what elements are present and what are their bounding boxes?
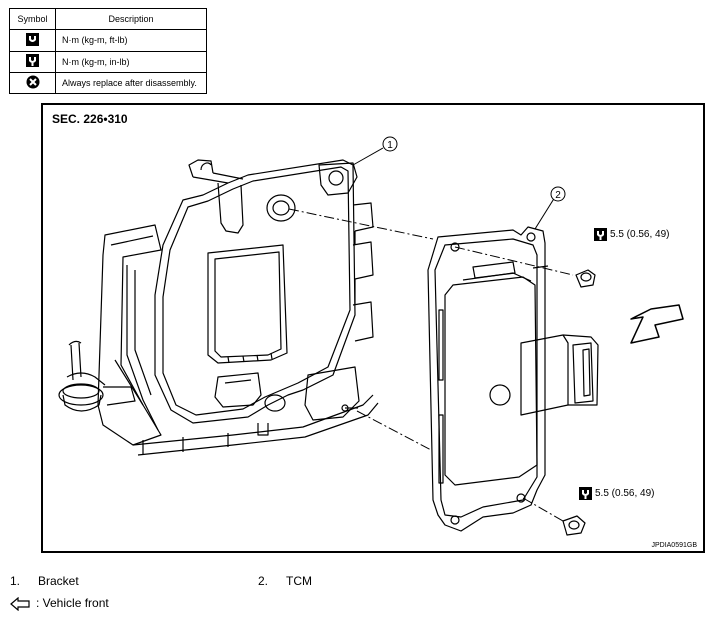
legend-row: N·m (kg-m, ft-lb) <box>9 29 207 52</box>
torque-spec-bottom: 5.5 (0.56, 49) <box>579 487 654 500</box>
legend-header-symbol: Symbol <box>9 7 56 31</box>
bracket-part <box>58 159 379 456</box>
nut-bottom <box>562 515 586 536</box>
note-item-2-number: 2. <box>258 574 269 588</box>
diagram-frame <box>41 103 705 553</box>
section-label: SEC. 226•310 <box>52 112 128 126</box>
torque-value: 5.5 (0.56, 49) <box>595 488 655 499</box>
note-item-2-label: TCM <box>286 574 312 588</box>
legend-row: Always replace after disassembly. <box>9 71 207 95</box>
symbol-legend-table: Symbol Description N·m (kg-m, ft-lb) N·m… <box>9 7 207 95</box>
torque-in-lb-icon <box>594 228 607 241</box>
legend-description-cell: N·m (kg-m, in-lb) <box>55 50 207 73</box>
torque-ft-lb-icon <box>26 32 39 46</box>
legend-symbol-cell <box>9 71 56 95</box>
torque-value: 5.5 (0.56, 49) <box>610 229 670 240</box>
svg-text:2: 2 <box>555 190 561 201</box>
tcm-part <box>427 226 599 532</box>
torque-in-lb-icon <box>26 54 39 68</box>
torque-spec-top: 5.5 (0.56, 49) <box>594 228 669 241</box>
legend-header-description: Description <box>55 7 207 31</box>
legend-description-cell: Always replace after disassembly. <box>55 71 207 95</box>
vehicle-front-arrow-icon <box>10 597 30 611</box>
legend-description-cell: N·m (kg-m, ft-lb) <box>55 29 207 52</box>
svg-text:1: 1 <box>387 140 393 151</box>
exploded-view-drawing: 1 2 <box>58 136 684 536</box>
always-replace-icon <box>26 75 39 89</box>
nut-top <box>575 269 596 288</box>
legend-symbol-cell <box>9 50 56 73</box>
vehicle-front-arrow-icon <box>630 304 684 344</box>
legend-symbol-cell <box>9 29 56 52</box>
note-item-1-number: 1. <box>10 574 21 588</box>
legend-row: N·m (kg-m, in-lb) <box>9 50 207 73</box>
callout-2: 2 <box>550 186 566 202</box>
note-item-1-label: Bracket <box>38 574 79 588</box>
vehicle-front-note: : Vehicle front <box>36 596 109 610</box>
torque-in-lb-icon <box>579 487 592 500</box>
figure-id: JPDIA0591GB <box>651 542 697 549</box>
callout-1: 1 <box>382 136 398 152</box>
